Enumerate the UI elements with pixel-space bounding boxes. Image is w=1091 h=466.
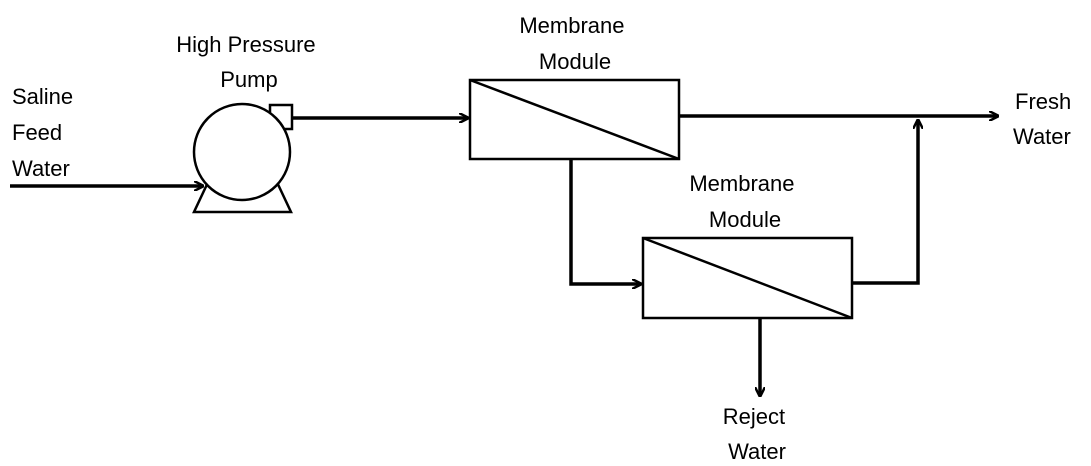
reject-label-line1: Reject [723,404,785,429]
module2-label-line2: Module [709,207,781,232]
module1-to-module2-line [569,159,641,284]
fresh-label-line1: Fresh [1015,89,1071,114]
feed-label-line1: Saline [12,84,73,109]
module2-label: Membrane Module [689,171,800,232]
pump-icon [192,102,294,214]
pump-label-line1: High Pressure [176,32,315,57]
feed-label-line2: Feed [12,120,62,145]
fresh-label-line2: Water [1013,124,1071,149]
feed-label: Saline Feed Water [12,84,79,181]
membrane-module-2 [641,236,854,320]
reject-label-line2: Water [728,439,786,464]
module2-label-line1: Membrane [689,171,794,196]
module1-label-line2: Module [539,49,611,74]
module1-label-line1: Membrane [519,13,624,38]
pump-label: High Pressure Pump [176,32,322,92]
module2-membrane-diagonal [642,236,853,320]
fresh-label: Fresh Water [1013,89,1077,149]
pump-label-line2: Pump [220,67,277,92]
module2-permeate-line [852,120,918,285]
reject-label: Reject Water [723,404,791,464]
module1-label: Membrane Module [519,13,630,74]
membrane-module-1 [468,78,681,161]
feed-label-line3: Water [12,156,70,181]
pump-body [192,102,292,202]
module1-membrane-diagonal [469,78,680,161]
